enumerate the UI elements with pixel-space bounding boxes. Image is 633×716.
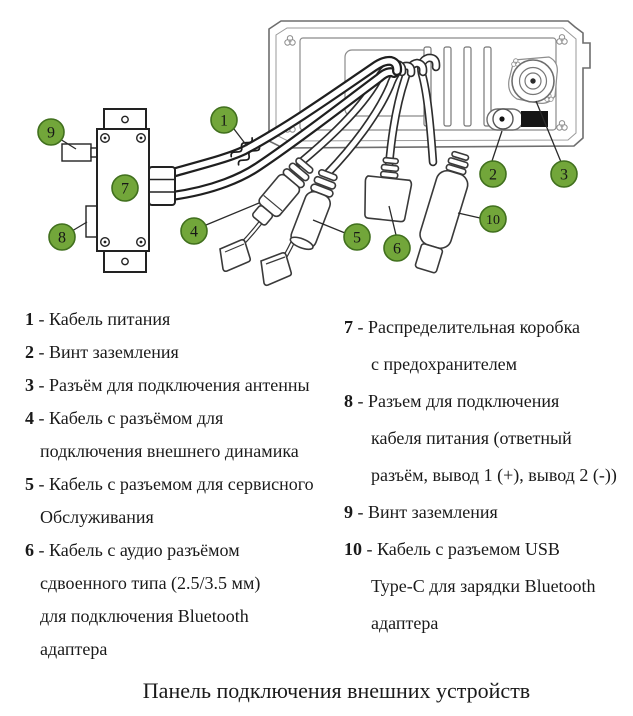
- legend-item-text: с предохранителем: [371, 354, 518, 374]
- callout-label: 6: [393, 241, 401, 258]
- power-outlet-connector: [85, 205, 98, 238]
- legend-item-text: Type-C для зарядки Bluetooth: [371, 576, 596, 596]
- legend-item-text: Кабель с разъемом для сервисного: [49, 474, 314, 494]
- antenna-connector: [508, 56, 558, 104]
- figure-caption: Панель подключения внешних устройств: [142, 678, 531, 703]
- callout-label: 9: [47, 125, 55, 142]
- callout-2: 2: [479, 160, 507, 188]
- legend-separator: -: [353, 502, 368, 522]
- legend-separator: -: [34, 408, 49, 428]
- legend-item-text: для подключения Bluetooth: [40, 606, 249, 626]
- legend-separator: -: [34, 342, 49, 362]
- legend-item-9: 9 - Винт заземления: [344, 494, 632, 531]
- legend-item-10: 10 - Кабель с разъемом USB Type-C для за…: [344, 531, 632, 642]
- legend-left-column: 1 - Кабель питания 2 - Винт заземления 3…: [25, 303, 337, 666]
- legend-item-text: Распределительная коробка: [368, 317, 581, 337]
- leader-lines: [59, 100, 562, 236]
- terminal-block: [148, 166, 176, 206]
- callout-3: 3: [550, 160, 578, 188]
- callout-6: 6: [383, 234, 411, 262]
- legend-item-1: 1 - Кабель питания: [25, 303, 337, 336]
- legend-item-text: Кабель с разъёмом для: [49, 408, 224, 428]
- legend-item-number: 6: [25, 540, 34, 560]
- legend-separator: -: [362, 539, 377, 559]
- legend-item-text: Винт заземления: [49, 342, 179, 362]
- legend-right-column: 7 - Распределительная коробка с предохра…: [344, 309, 632, 642]
- audio-adapter: [364, 156, 413, 223]
- legend-item-number: 10: [344, 539, 362, 559]
- legend-item-text: Кабель с аудио разъёмом: [49, 540, 240, 560]
- legend-item-4: 4 - Кабель с разъёмом для подключения вн…: [25, 402, 337, 468]
- legend-item-text: Разъём для подключения антенны: [49, 375, 310, 395]
- legend-item-text: кабеля питания (ответный: [371, 428, 572, 448]
- legend-separator: -: [353, 317, 368, 337]
- legend-item-text: адаптера: [371, 613, 439, 633]
- legend-item-number: 1: [25, 309, 34, 329]
- callout-label: 5: [353, 230, 361, 247]
- legend-item-2: 2 - Винт заземления: [25, 336, 337, 369]
- callout-7: 7: [111, 174, 139, 202]
- ribbon-terminal-1: [219, 238, 252, 273]
- callout-label: 4: [190, 224, 198, 241]
- callout-label: 1: [220, 113, 228, 130]
- callout-label: 3: [560, 167, 568, 184]
- legend-item-text: подключения внешнего динамика: [40, 441, 299, 461]
- service-connector: [289, 168, 338, 251]
- callout-4: 4: [180, 217, 208, 245]
- legend-item-number: 7: [344, 317, 353, 337]
- legend-item-7: 7 - Распределительная коробка с предохра…: [344, 309, 632, 383]
- junction-box: [61, 108, 176, 273]
- grounding-screw: [486, 108, 548, 131]
- power-inlet-connector: [61, 143, 92, 162]
- rear-panel-inner-outline: [275, 27, 577, 142]
- box-screws: [99, 132, 146, 247]
- callout-5: 5: [343, 223, 371, 251]
- callout-8: 8: [48, 223, 76, 251]
- legend-separator: -: [34, 540, 49, 560]
- legend-item-6: 6 - Кабель с аудио разъёмом сдвоенного т…: [25, 534, 337, 666]
- legend-item-text: Разъем для подключения: [368, 391, 560, 411]
- callout-label: 2: [489, 167, 497, 184]
- legend-item-text: разъём, вывод 1 (+), вывод 2 (-)): [371, 465, 617, 485]
- ribbon-terminal-2: [260, 251, 293, 287]
- usb-type-c-connector: [414, 150, 470, 274]
- legend-item-number: 3: [25, 375, 34, 395]
- legend-item-number: 8: [344, 391, 353, 411]
- legend-item-text: Кабель с разъемом USB: [377, 539, 560, 559]
- legend-separator: -: [34, 309, 49, 329]
- legend-item-text: сдвоенного типа (2.5/3.5 мм): [40, 573, 261, 593]
- speaker-connector: [251, 157, 314, 226]
- legend-separator: -: [34, 474, 49, 494]
- callout-9: 9: [37, 118, 65, 146]
- legend-separator: -: [34, 375, 49, 395]
- legend-item-number: 2: [25, 342, 34, 362]
- legend-item-text: адаптера: [40, 639, 108, 659]
- legend-item-5: 5 - Кабель с разъемом для сервисного Обс…: [25, 468, 337, 534]
- callout-label: 8: [58, 230, 66, 247]
- legend-item-text: Обслуживания: [40, 507, 154, 527]
- legend-item-3: 3 - Разъём для подключения антенны: [25, 369, 337, 402]
- legend-item-number: 4: [25, 408, 34, 428]
- callout-1: 1: [210, 106, 238, 134]
- legend-item-number: 5: [25, 474, 34, 494]
- callout-10: 10: [479, 205, 507, 233]
- callout-label: 10: [486, 213, 500, 228]
- connection-panel-figure: 1 2 3 4 5 6 7 8 9 10: [37, 20, 591, 287]
- legend-separator: -: [353, 391, 368, 411]
- cable-break-mark: [230, 137, 261, 166]
- legend-item-8: 8 - Разъем для подключения кабеля питани…: [344, 383, 632, 494]
- power-cable: [167, 55, 403, 201]
- legend-item-number: 9: [344, 502, 353, 522]
- legend-item-text: Винт заземления: [368, 502, 498, 522]
- vent-slots: [423, 46, 492, 127]
- legend-item-text: Кабель питания: [49, 309, 171, 329]
- callout-label: 7: [121, 181, 129, 198]
